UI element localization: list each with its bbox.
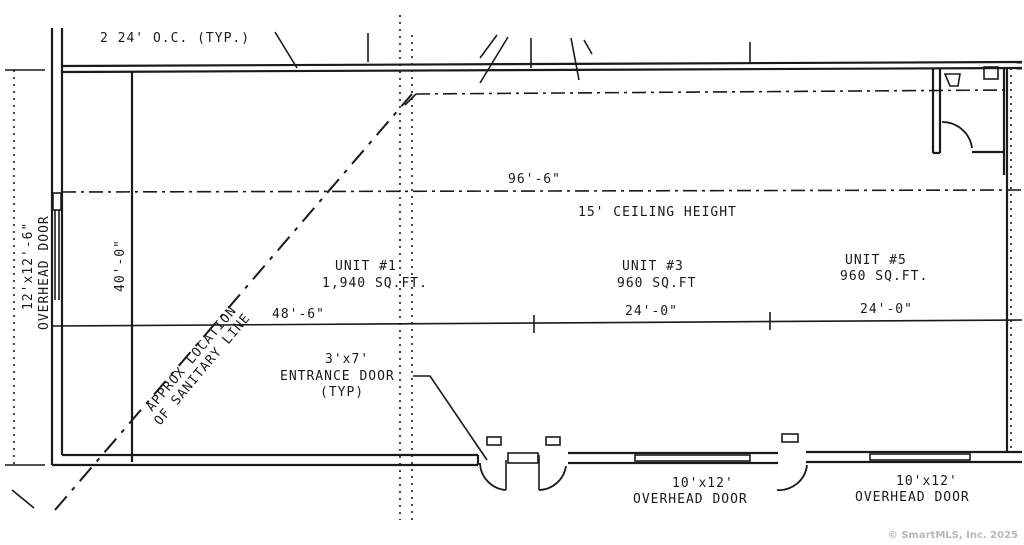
bottom-wall <box>52 450 1022 467</box>
entrance-doors <box>479 433 808 491</box>
left-wall <box>5 28 64 466</box>
dimension-overall: 96'-6" <box>508 172 561 187</box>
left-door-size: 12'x12'-6" <box>21 222 36 310</box>
sanitary-note-1: APPROX LOCATION <box>144 304 241 415</box>
entrance-door-size: 3'x7' <box>325 352 369 367</box>
upper-dashed-line <box>415 89 1006 95</box>
unit5-name: UNIT #5 <box>845 253 907 268</box>
overhead-door-2-label: OVERHEAD DOOR <box>855 490 970 505</box>
entrance-door-leader <box>413 375 488 461</box>
overhead-door-1-label: OVERHEAD DOOR <box>633 492 748 507</box>
sanitary-note-2: OF SANITARY LINE <box>152 311 254 429</box>
joist-marks <box>274 31 751 84</box>
entrance-door-label: ENTRANCE DOOR <box>280 369 395 384</box>
unit1-area: 1,940 SQ.FT. <box>322 276 428 291</box>
top-wall <box>61 60 1023 74</box>
right-wall <box>1005 68 1012 452</box>
dimension-unit1: 48'-6" <box>272 307 325 322</box>
unit3-area: 960 SQ.FT <box>617 276 696 291</box>
unit1-name: UNIT #1 <box>335 259 397 274</box>
unit5-area: 960 SQ.FT. <box>840 269 928 284</box>
restroom <box>931 66 1006 175</box>
dimension-line-overall <box>61 189 1023 193</box>
left-overhead-door <box>52 192 62 300</box>
dimension-unit3: 24'-0" <box>625 304 678 319</box>
overhead-door-1-size: 10'x12' <box>672 476 734 491</box>
left-door-label: OVERHEAD DOOR <box>37 215 52 330</box>
sanitary-line <box>54 93 413 511</box>
unit3-name: UNIT #3 <box>622 259 684 274</box>
copyright-watermark: © SmartMLS, Inc. 2025 <box>887 530 1018 541</box>
overhead-door-2-size: 10'x12' <box>896 474 958 489</box>
top-note: 2 24' O.C. (TYP.) <box>100 31 250 46</box>
entrance-door-typ: (TYP) <box>320 385 364 400</box>
dimension-unit5: 24'-0" <box>860 302 913 317</box>
dimension-depth: 40'-0" <box>113 239 128 292</box>
ceiling-height: 15' CEILING HEIGHT <box>578 205 737 220</box>
